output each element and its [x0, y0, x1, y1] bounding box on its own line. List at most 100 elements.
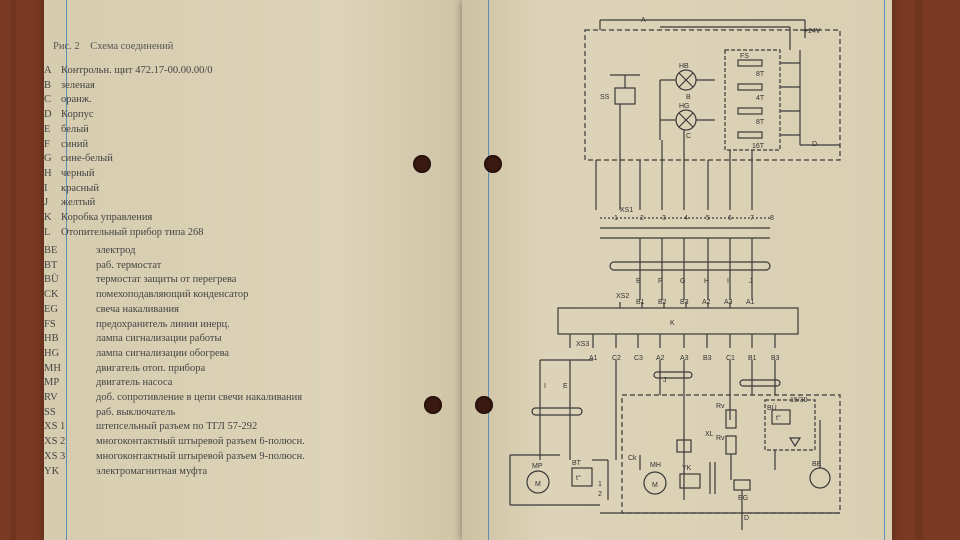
abbreviation-key: HG — [44, 347, 60, 359]
heater-motor-mh — [643, 471, 667, 495]
label-A: A — [641, 17, 646, 24]
abbreviation-text: штепсельный разъем по ТГЛ 57-292 — [96, 421, 258, 433]
wire-letter: J — [749, 278, 753, 285]
abbreviation-text: лампа сигнализации работы — [96, 333, 222, 345]
label-Rv-1: Rv — [716, 403, 725, 410]
wire-letter: F — [658, 278, 662, 285]
table-wood-grain — [10, 0, 16, 540]
label-BT: BT — [572, 460, 582, 467]
label-BU: BÜ — [767, 404, 777, 412]
abbreviation-key: XS 2 — [44, 436, 66, 448]
label-FS: FS — [740, 53, 749, 60]
xs1-pin: 8 — [770, 215, 774, 222]
fuse-3 — [737, 107, 763, 115]
legend-key: A — [44, 65, 52, 76]
resistor-rv-1 — [725, 409, 737, 429]
temp-symbol: t° — [776, 414, 781, 422]
legend-text: Отопительный прибор типа 268 — [61, 226, 204, 238]
xs2-pin: B3 — [680, 299, 689, 306]
xs1-pin: 5 — [706, 215, 710, 222]
control-box-k — [557, 307, 799, 335]
abbreviation-key: YK — [44, 465, 60, 477]
wire-letter: G — [680, 278, 685, 285]
xs3-pin: C2 — [612, 355, 621, 362]
contact-2: 2 — [598, 491, 602, 498]
label-HB: HB — [679, 63, 689, 70]
legend-text: синий — [61, 138, 89, 150]
label-BE: BE — [812, 461, 822, 468]
figure-number: Рис. 2 — [53, 41, 80, 52]
work-switch-ss — [614, 87, 636, 105]
abbreviation-text: доб. сопротивление в цепи свечи накалива… — [96, 392, 303, 404]
legend-text: красный — [61, 182, 99, 194]
label-D-bottom: D — [744, 515, 749, 522]
fuse-block-fs — [724, 49, 781, 151]
xs3-pin: B3 — [703, 355, 712, 362]
abbreviation-text: электромагнитная муфта — [96, 465, 208, 477]
legend-text: желтый — [61, 197, 96, 209]
electrode-be — [809, 467, 831, 489]
abbreviation-item: BT раб. термостат — [44, 259, 305, 274]
thermostat-bt — [571, 467, 593, 487]
legend-key: F — [44, 138, 50, 150]
wire-letter: E — [636, 278, 641, 285]
abbreviation-key: SS — [44, 406, 56, 418]
xs1-pin: 1 — [614, 215, 618, 222]
abbreviation-text: раб. термостат — [96, 259, 162, 271]
legend-key: K — [44, 212, 52, 224]
legend-key: I — [44, 182, 48, 194]
abbreviation-key: BT — [44, 259, 58, 271]
label-D-top: D — [812, 141, 817, 148]
xs3-pin: B1 — [748, 355, 757, 362]
xs1-pin: 6 — [728, 215, 732, 222]
fuse-1 — [737, 59, 763, 67]
pump-motor-mp — [526, 470, 550, 494]
xs1-pin: 4 — [684, 215, 688, 222]
label-XS1: XS1 — [620, 207, 633, 214]
legend-key: C — [44, 94, 52, 106]
abbreviation-key: BE — [44, 245, 58, 256]
legend-key: J — [44, 197, 49, 209]
legend-text: оранж. — [61, 94, 92, 106]
abbreviation-key: EG — [44, 303, 58, 315]
label-15-30: 15/30 — [790, 397, 808, 404]
wire-letter: I — [727, 278, 729, 285]
abbreviation-key: RV — [44, 392, 58, 404]
xs3-pin: A1 — [589, 355, 598, 362]
abbreviation-item: HG лампа сигнализации обогрева — [44, 347, 305, 362]
label-B: B — [686, 94, 691, 101]
legend-text: сине-белый — [61, 153, 113, 165]
label-XS2: XS2 — [616, 293, 629, 300]
xs2-pin: B2 — [658, 299, 667, 306]
legend-key: D — [44, 109, 52, 121]
binder-hole — [475, 396, 493, 414]
legend-key: B — [44, 79, 52, 91]
abbreviation-text: лампа сигнализации обогрева — [96, 347, 230, 359]
control-panel-box — [584, 29, 841, 161]
wire-letter: H — [704, 278, 709, 285]
legend-key: H — [44, 167, 52, 179]
xs2-pin: A3 — [724, 299, 733, 306]
abbreviation-key: FS — [44, 318, 56, 330]
label-Ck: Ck — [628, 455, 637, 462]
legend-key: E — [44, 123, 51, 135]
binder-hole — [413, 155, 431, 173]
abbreviation-text: электрод — [96, 245, 136, 256]
legend-text: черный — [61, 167, 95, 179]
